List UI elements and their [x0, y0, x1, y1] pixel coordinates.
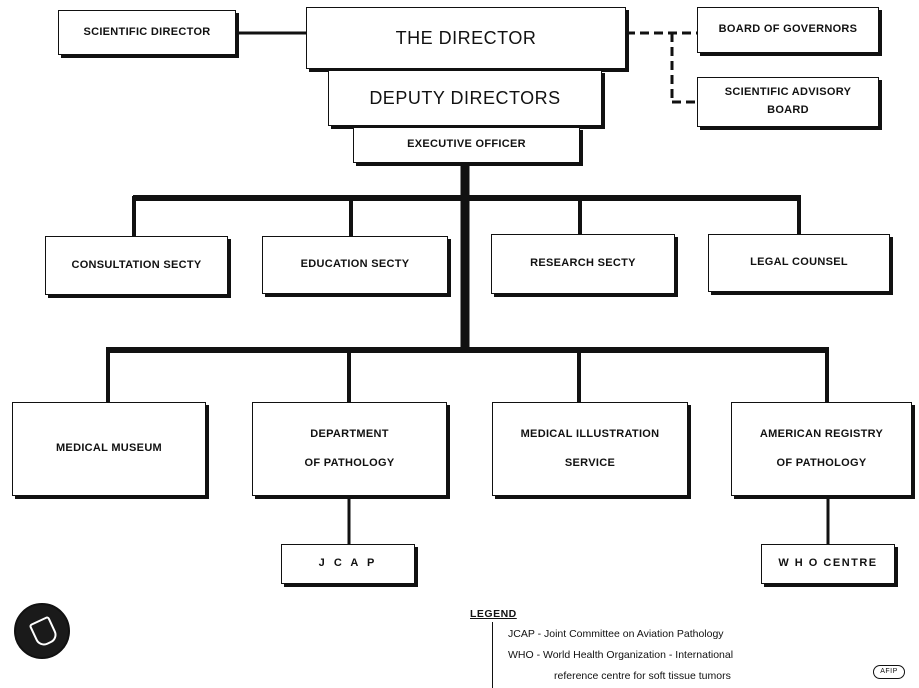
research-secty-label: RESEARCH SECTY	[530, 257, 636, 270]
executive-officer-label: EXECUTIVE OFFICER	[407, 138, 526, 151]
medical-illustration-service-label-line2: SERVICE	[564, 457, 616, 469]
medical-museum-label: MEDICAL MUSEUM	[55, 442, 163, 455]
legend-item-who-continued: reference centre for soft tissue tumors	[554, 670, 731, 682]
department-of-pathology-label-line1: DEPARTMENT	[310, 428, 389, 441]
department-of-pathology-label-line2: OF PATHOLOGY	[304, 457, 395, 469]
deputy-directors-label: DEPUTY DIRECTORS	[369, 87, 561, 108]
american-registry-box: AMERICAN REGISTRY OF PATHOLOGY	[731, 402, 912, 496]
consultation-secty-label: CONSULTATION SECTY	[71, 258, 202, 271]
scientific-advisory-board-label-line2: BOARD	[767, 104, 809, 116]
director-box: THE DIRECTOR	[306, 7, 626, 69]
director-label: THE DIRECTOR	[395, 27, 537, 48]
medical-illustration-service-label-line1: MEDICAL ILLUSTRATION	[520, 428, 660, 441]
american-registry-label-line1: AMERICAN REGISTRY	[759, 428, 884, 441]
department-of-pathology-box: DEPARTMENT OF PATHOLOGY	[252, 402, 447, 496]
education-secty-box: EDUCATION SECTY	[262, 236, 448, 294]
consultation-secty-box: CONSULTATION SECTY	[45, 236, 228, 295]
scientific-director-label: SCIENTIFIC DIRECTOR	[83, 25, 211, 38]
jcap-box: J C A P	[281, 544, 415, 584]
legend-title: LEGEND	[470, 608, 517, 620]
medical-museum-box: MEDICAL MUSEUM	[12, 402, 206, 496]
legend-item-who: WHO - World Health Organization - Intern…	[508, 649, 734, 661]
legend-item-jcap: JCAP - Joint Committee on Aviation Patho…	[508, 628, 724, 640]
legal-counsel-label: LEGAL COUNSEL	[750, 256, 848, 269]
jcap-label: J C A P	[318, 557, 378, 570]
deputy-directors-box: DEPUTY DIRECTORS	[328, 70, 602, 126]
scientific-director-box: SCIENTIFIC DIRECTOR	[58, 10, 236, 55]
board-of-governors-box: BOARD OF GOVERNORS	[697, 7, 879, 53]
research-secty-box: RESEARCH SECTY	[491, 234, 675, 294]
american-registry-label-line2: OF PATHOLOGY	[776, 457, 867, 469]
who-centre-label: W H O CENTRE	[778, 557, 878, 570]
scientific-advisory-board-box: SCIENTIFIC ADVISORY BOARD	[697, 77, 879, 127]
medical-illustration-service-box: MEDICAL ILLUSTRATION SERVICE	[492, 402, 688, 496]
who-centre-box: W H O CENTRE	[761, 544, 895, 584]
education-secty-label: EDUCATION SECTY	[300, 258, 410, 271]
institute-seal-logo	[14, 603, 70, 659]
legend-bracket	[492, 622, 493, 688]
legal-counsel-box: LEGAL COUNSEL	[708, 234, 890, 292]
executive-officer-box: EXECUTIVE OFFICER	[353, 127, 580, 163]
board-of-governors-label: BOARD OF GOVERNORS	[718, 23, 858, 36]
scientific-advisory-board-label-line1: SCIENTIFIC ADVISORY	[724, 86, 852, 99]
afip-stamp: AFIP	[873, 665, 905, 679]
